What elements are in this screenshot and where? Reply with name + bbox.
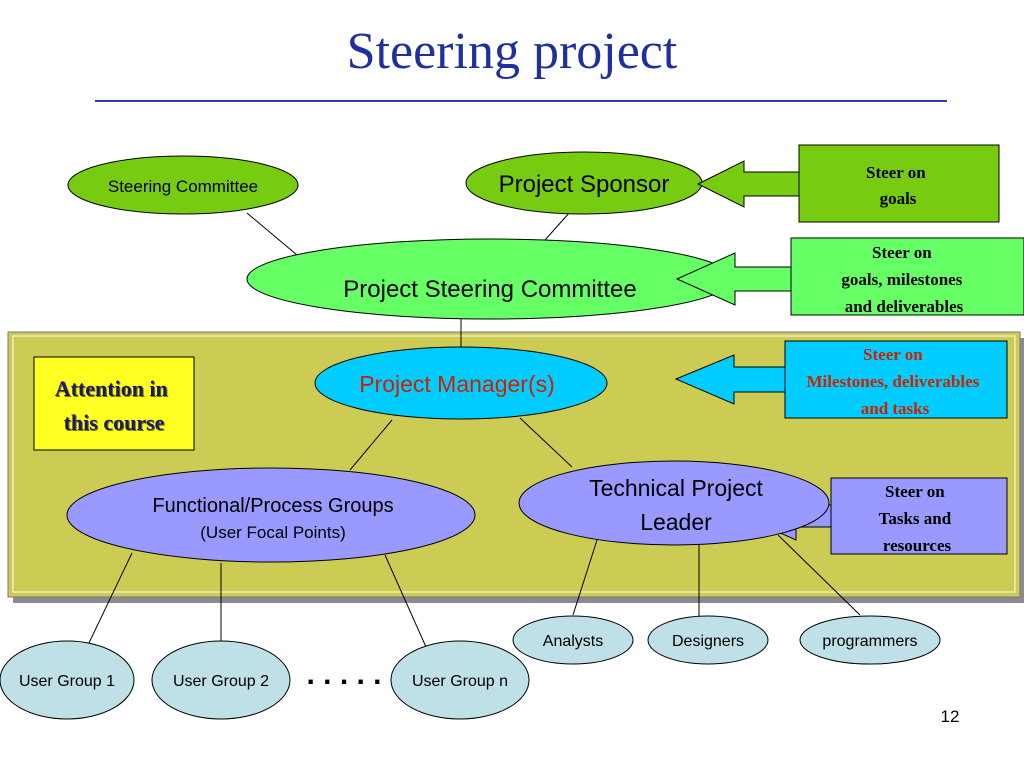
callout-tasks-text: Steer on Tasks and resources [879, 482, 956, 555]
attention-text: Attention in this course [55, 376, 174, 435]
callout-milestones-line-2: goals, milestones [841, 270, 962, 289]
connector-committee-steering [246, 212, 298, 256]
callout-manager-box [784, 340, 1008, 419]
title-underline [95, 100, 947, 102]
connector-technical-analysts [572, 539, 598, 616]
user-group-2-node [151, 640, 291, 720]
callout-goals-line-2: goals [880, 189, 917, 208]
attention-line-2: this course [64, 410, 165, 435]
designers-node [647, 615, 769, 665]
technical-leader-label-1: Technical Project [589, 475, 763, 501]
callout-tasks-line-2: Tasks and [879, 509, 952, 528]
connector-manager-technical [519, 417, 573, 468]
callout-manager-line-3: and tasks [861, 399, 930, 418]
callout-milestones-box [790, 237, 1024, 316]
page-title: Steering project [346, 23, 678, 80]
connector-technical-programmers [777, 534, 861, 616]
connector-functional-groupn [384, 554, 427, 648]
functional-groups-label-1: Functional/Process Groups [152, 495, 393, 517]
page-number: 12 [940, 707, 960, 726]
callout-milestones-text: Steer on goals, milestones and deliverab… [841, 243, 966, 316]
callout-tasks-box [830, 477, 1008, 555]
steering-committee-label: Steering Committee [108, 177, 258, 196]
analysts-node [512, 615, 634, 665]
technical-leader-label-2: Leader [640, 509, 712, 535]
connector-sponsor-steering [544, 211, 571, 241]
callout-tasks-line-1: Steer on [885, 482, 945, 501]
attention-shadow: Attention in this course [56, 377, 175, 436]
project-managers-label: Project Manager(s) [359, 371, 555, 397]
steering-committee-node [67, 155, 299, 215]
callout-goals-line-1: Steer on [866, 163, 926, 182]
designers-label: Designers [672, 633, 744, 650]
user-groups-ellipsis: . . . . . [306, 658, 381, 691]
callout-manager-line-2: Milestones, deliverables [806, 372, 979, 391]
callout-milestones-line-3: and deliverables [845, 297, 964, 316]
attention-line-1: Attention in [55, 376, 168, 401]
callout-tasks-line-3: resources [883, 536, 952, 555]
user-group-n-label: User Group n [412, 673, 508, 690]
course-band-inner-border [12, 335, 1016, 593]
attention-shadow-line-2: this course [65, 411, 166, 436]
programmers-node [799, 615, 941, 665]
connector-functional-group1 [87, 552, 133, 646]
functional-groups-label-2: (User Focal Points) [200, 523, 345, 542]
callout-manager-text: Steer on Milestones, deliverables and ta… [806, 345, 983, 418]
user-group-1-label: User Group 1 [19, 673, 115, 690]
callout-milestones-line-1: Steer on [872, 243, 932, 262]
user-group-1-node [0, 640, 135, 720]
project-sponsor-label: Project Sponsor [499, 171, 670, 198]
project-managers-node [314, 346, 608, 420]
callout-goals-box [798, 144, 1000, 223]
callout-goals-text: Steer on goals [866, 163, 930, 208]
programmers-label: programmers [822, 633, 917, 650]
analysts-label: Analysts [543, 633, 603, 650]
project-steering-committee-label: Project Steering Committee [343, 276, 636, 303]
arrow-steer-goals [696, 160, 801, 208]
connector-manager-functional [349, 419, 393, 471]
technical-leader-node [518, 460, 830, 546]
user-group-n-node [390, 640, 530, 720]
attention-box [33, 356, 195, 451]
functional-groups-node [66, 467, 476, 563]
user-group-2-label: User Group 2 [173, 673, 269, 690]
callout-manager-line-1: Steer on [863, 345, 923, 364]
attention-shadow-line-1: Attention in [56, 377, 169, 402]
